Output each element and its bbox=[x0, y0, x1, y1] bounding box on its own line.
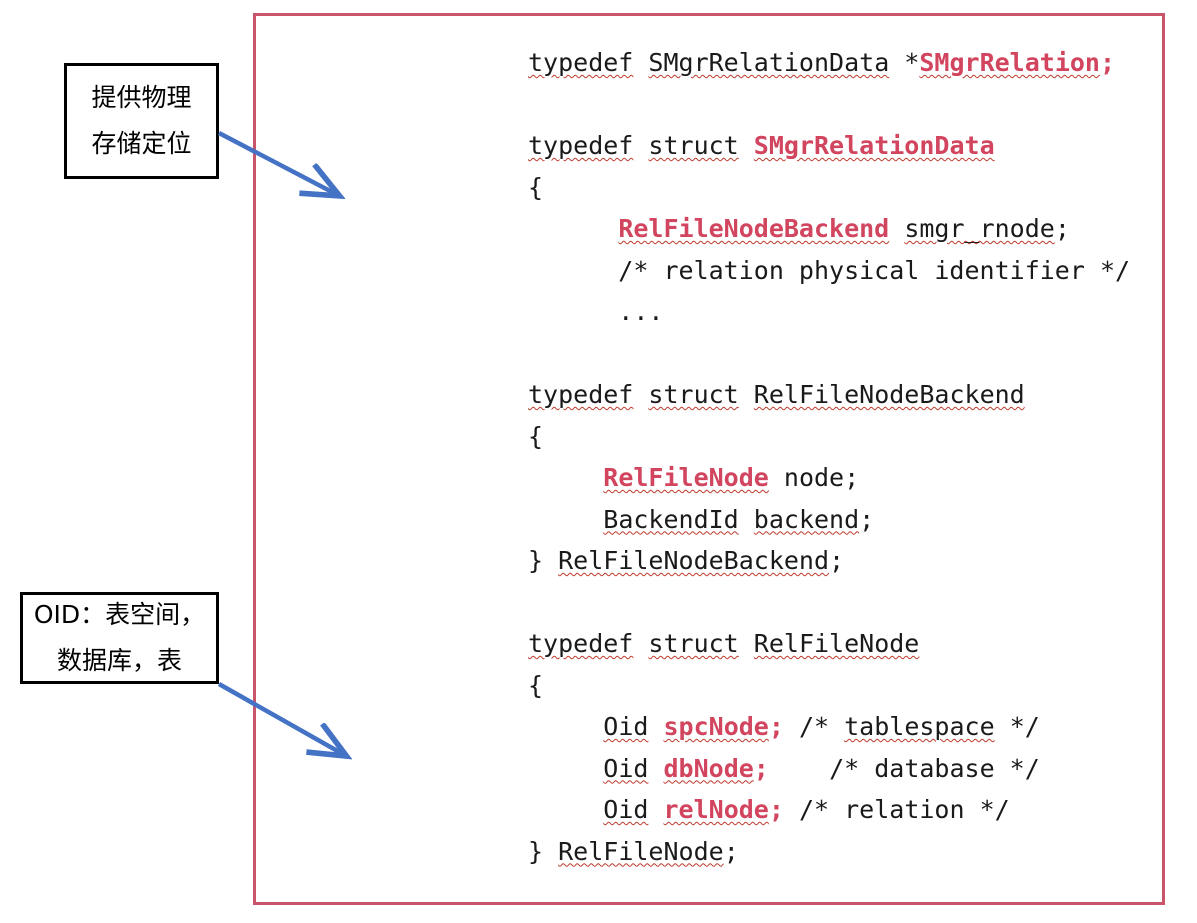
annotation-box-physical-storage: 提供物理 存储定位 bbox=[64, 63, 219, 179]
annotation-line: OID：表空间， bbox=[33, 600, 206, 629]
annotation-line: 数据库，表 bbox=[56, 646, 182, 675]
code-token: struct bbox=[648, 629, 739, 658]
annotation-line: 提供物理 bbox=[91, 83, 192, 112]
code-token: node bbox=[783, 463, 845, 492]
code-token bbox=[648, 754, 663, 783]
code-token: } bbox=[528, 546, 559, 575]
code-token: struct bbox=[648, 380, 739, 409]
code-line: BackendId backend; bbox=[528, 499, 1197, 541]
code-line: Oid spcNode; /* tablespace */ bbox=[528, 706, 1197, 748]
code-line: { bbox=[528, 416, 1197, 458]
code-line: RelFileNodeBackend smgr_rnode; bbox=[528, 208, 1197, 250]
code-token: /* database */ bbox=[768, 753, 1040, 783]
code-token: * bbox=[889, 48, 920, 77]
code-line: { bbox=[528, 665, 1197, 707]
code-line: typedef struct RelFileNode bbox=[528, 623, 1197, 665]
code-token bbox=[528, 754, 603, 783]
code-token: struct bbox=[648, 131, 739, 160]
code-token: /* relation physical identifier */ bbox=[528, 255, 1131, 285]
code-token: relNode bbox=[663, 795, 769, 824]
code-line: typedef struct RelFileNodeBackend bbox=[528, 374, 1197, 416]
code-token bbox=[889, 214, 904, 243]
code-token: spcNode bbox=[663, 712, 769, 741]
code-token: typedef bbox=[528, 48, 634, 77]
code-token: { bbox=[528, 421, 544, 451]
code-line: /* relation physical identifier */ bbox=[528, 250, 1197, 292]
code-token: ; bbox=[1054, 214, 1070, 243]
code-line: Oid relNode; /* relation */ bbox=[528, 789, 1197, 831]
code-token: RelFileNode bbox=[558, 836, 724, 866]
code-token: ; bbox=[723, 836, 739, 866]
code-token bbox=[769, 463, 784, 492]
code-line: RelFileNode node; bbox=[528, 457, 1197, 499]
code-token: typedef bbox=[528, 380, 634, 409]
code-line: typedef struct SMgrRelationData bbox=[528, 125, 1197, 167]
code-token: RelFileNodeBackend bbox=[618, 214, 890, 243]
code-token bbox=[528, 795, 603, 824]
code-token: RelFileNodeBackend bbox=[753, 380, 1025, 409]
code-block: typedef SMgrRelationData *SMgrRelation; … bbox=[528, 42, 1197, 872]
code-frame: typedef SMgrRelationData *SMgrRelation; … bbox=[253, 13, 1165, 905]
code-token bbox=[633, 131, 648, 160]
code-token bbox=[739, 505, 754, 534]
code-line bbox=[528, 333, 1197, 375]
code-token: BackendId bbox=[603, 504, 739, 534]
code-token: SMgrRelationData bbox=[648, 48, 890, 77]
code-line bbox=[528, 582, 1197, 624]
code-line: } RelFileNode; bbox=[528, 831, 1197, 873]
code-token: SMgrRelation bbox=[919, 48, 1100, 77]
code-token: } bbox=[528, 836, 559, 866]
code-token: */ bbox=[994, 712, 1040, 741]
annotation-box-oid: OID：表空间， 数据库，表 bbox=[20, 592, 219, 684]
code-token: /* relation */ bbox=[783, 795, 1010, 824]
code-token bbox=[528, 463, 603, 492]
code-token: ; bbox=[844, 463, 860, 492]
code-token bbox=[528, 505, 603, 534]
code-token: Oid bbox=[603, 712, 649, 741]
code-token bbox=[648, 712, 663, 741]
code-token: ; bbox=[829, 546, 845, 575]
code-line: ... bbox=[528, 291, 1197, 333]
code-token: ; bbox=[753, 753, 769, 783]
code-token bbox=[739, 131, 754, 160]
code-token bbox=[528, 214, 618, 243]
code-line: } RelFileNodeBackend; bbox=[528, 540, 1197, 582]
code-token bbox=[739, 380, 754, 409]
code-token: backend bbox=[753, 504, 860, 534]
code-token: smgr_rnode bbox=[904, 214, 1055, 243]
code-token bbox=[739, 629, 754, 658]
code-token: typedef bbox=[528, 131, 634, 160]
code-token: dbNode bbox=[663, 753, 754, 783]
code-token bbox=[648, 795, 663, 824]
code-token: { bbox=[528, 670, 544, 700]
code-token: ; bbox=[859, 504, 875, 534]
code-token: ... bbox=[528, 297, 664, 326]
code-token bbox=[633, 380, 648, 409]
code-token: /* bbox=[783, 712, 845, 741]
code-line: Oid dbNode; /* database */ bbox=[528, 748, 1197, 790]
code-token: ; bbox=[768, 712, 784, 741]
code-token bbox=[528, 712, 603, 741]
code-token bbox=[633, 48, 648, 77]
annotation-line: 存储定位 bbox=[91, 129, 192, 158]
code-token: RelFileNode bbox=[753, 629, 920, 658]
code-token: Oid bbox=[603, 753, 649, 783]
code-token: Oid bbox=[603, 795, 649, 824]
code-token: tablespace bbox=[844, 712, 995, 741]
code-token bbox=[633, 629, 648, 658]
code-line: { bbox=[528, 167, 1197, 209]
code-token: ; bbox=[768, 795, 784, 824]
code-token: { bbox=[528, 172, 544, 202]
code-token: SMgrRelationData bbox=[753, 131, 995, 160]
code-line: typedef SMgrRelationData *SMgrRelation; bbox=[528, 42, 1197, 84]
code-token: RelFileNode bbox=[603, 463, 769, 492]
code-line bbox=[528, 84, 1197, 126]
code-token: RelFileNodeBackend bbox=[558, 546, 830, 575]
code-token: typedef bbox=[528, 629, 634, 658]
code-token: ; bbox=[1099, 48, 1116, 77]
